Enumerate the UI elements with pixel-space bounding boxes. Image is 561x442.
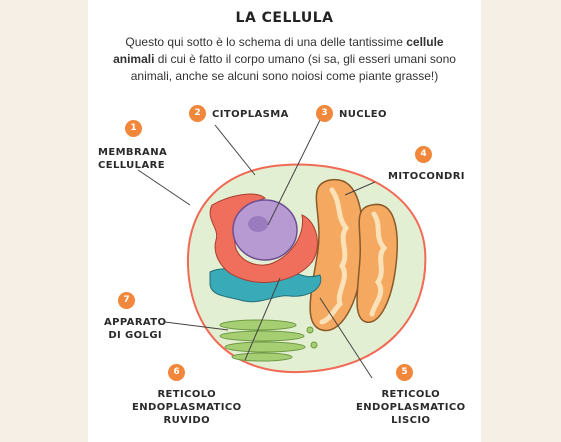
page-title: LA CELLULA <box>235 10 334 26</box>
label-membrane-line2: CELLULARE <box>98 160 165 171</box>
intro-bold-animali: animali <box>113 52 155 66</box>
label-smooth-er-line1: RETICOLO <box>381 389 441 400</box>
label-nucleus: NUCLEO <box>339 109 387 120</box>
badge-mitochondria: 4 <box>415 146 432 163</box>
label-rough-er-line2: ENDOPLASMATICO <box>132 402 242 413</box>
intro-part2: di cui è fatto il corpo umano (si sa, gl… <box>130 52 456 83</box>
badge-rough-er: 6 <box>168 364 185 381</box>
label-golgi: APPARATO DI GOLGI <box>104 316 166 342</box>
badge-smooth-er: 5 <box>396 364 413 381</box>
label-membrane-line1: MEMBRANA <box>98 147 168 158</box>
badge-membrane: 1 <box>125 120 142 137</box>
label-golgi-line2: DI GOLGI <box>108 330 163 341</box>
label-smooth-er-line3: LISCIO <box>391 415 431 426</box>
page: LA CELLULA Questo qui sotto è lo schema … <box>88 0 481 442</box>
mitochondrion-2 <box>356 203 398 323</box>
label-membrane: MEMBRANA CELLULARE <box>98 146 167 172</box>
badge-nucleus: 3 <box>316 105 333 122</box>
mitochondrion-1 <box>309 178 364 332</box>
label-golgi-line1: APPARATO <box>104 317 167 328</box>
intro-text: Questo qui sotto è lo schema di una dell… <box>102 34 467 85</box>
cell-diagram <box>137 119 427 379</box>
label-mitochondria: MITOCONDRI <box>388 171 465 182</box>
badge-cytoplasm: 2 <box>189 105 206 122</box>
leader-lines <box>137 119 376 379</box>
label-smooth-er: RETICOLO ENDOPLASMATICO LISCIO <box>356 388 466 427</box>
label-cytoplasm: CITOPLASMA <box>212 109 289 120</box>
intro-part1: Questo qui sotto è lo schema di una dell… <box>125 35 407 49</box>
label-rough-er: RETICOLO ENDOPLASMATICO RUVIDO <box>132 388 242 427</box>
label-rough-er-line3: RUVIDO <box>163 415 211 426</box>
intro-bold-cellule: cellule <box>406 35 444 49</box>
label-rough-er-line1: RETICOLO <box>157 389 217 400</box>
badge-golgi: 7 <box>118 292 135 309</box>
label-smooth-er-line2: ENDOPLASMATICO <box>356 402 466 413</box>
nucleolus <box>248 216 268 232</box>
nucleus <box>232 199 298 261</box>
